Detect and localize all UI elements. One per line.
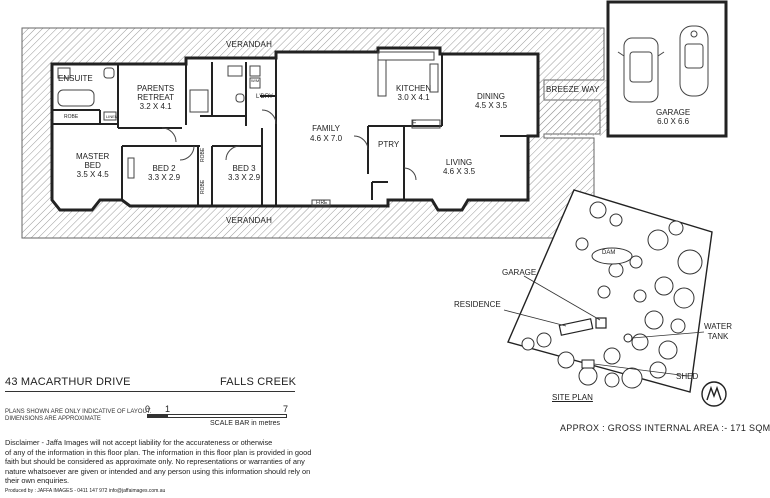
- car-left-icon: [617, 37, 665, 103]
- garage-outline: [606, 0, 728, 138]
- site-plan-title: SITE PLAN: [552, 393, 593, 402]
- verandah-bottom-label: VERANDAH: [226, 216, 273, 225]
- ptry-label: PTRY: [378, 140, 400, 149]
- door-swings: [161, 109, 417, 181]
- scale-bar: [147, 414, 287, 418]
- site-water-tank: [623, 333, 633, 343]
- scale-7: 7: [283, 404, 289, 414]
- fixtures: [57, 51, 441, 207]
- linen-label: LINEN: [106, 114, 118, 119]
- site-dam: [591, 247, 633, 265]
- room-bed-3: BED 3 3.3 X 2.9: [228, 164, 261, 182]
- house-footprint: [50, 46, 540, 212]
- floor-plan-drawing: [21, 0, 728, 407]
- site-label-garage: GARAGE: [502, 268, 537, 277]
- site-label-residence: RESIDENCE: [454, 300, 501, 309]
- area-label: APPROX : GROSS INTERNAL AREA :- 171 SQM: [560, 423, 770, 433]
- scale-0: 0: [145, 404, 151, 414]
- breezeway-label: BREEZE WAY: [546, 85, 600, 94]
- address-rule: [5, 391, 295, 392]
- wm-label: W/M: [251, 78, 260, 83]
- room-ensuite: ENSUITE: [58, 74, 93, 83]
- layout-notice: PLANS SHOWN ARE ONLY INDICATIVE OF LAYOU…: [5, 409, 152, 422]
- scale-1: 1: [165, 404, 171, 414]
- site-plan-drawing: [503, 189, 727, 407]
- site-garage: [595, 317, 607, 329]
- producer-credit: Produced by : JAFFA IMAGES - 0411 147 97…: [5, 488, 166, 494]
- site-shed: [581, 359, 595, 369]
- site-label-water-tank: WATER TANK: [704, 322, 732, 341]
- room-kitchen: KITCHEN 3.0 X 4.1: [396, 84, 432, 102]
- suburb: FALLS CREEK: [220, 376, 297, 388]
- room-bed-2: BED 2 3.3 X 2.9: [148, 164, 181, 182]
- site-label-dam: DAM: [602, 250, 616, 256]
- verandah-top-label: VERANDAH: [226, 40, 273, 49]
- site-trees: [521, 201, 703, 389]
- breezeway-area: [538, 80, 608, 136]
- interior-walls: [52, 54, 538, 206]
- ldry-label: L'DRY: [256, 94, 274, 100]
- scale-label: SCALE BAR in metres: [210, 420, 281, 427]
- disclaimer: Disclaimer - Jaffa Images will not accep…: [5, 438, 312, 486]
- robe-label-bed2: ROBE: [200, 147, 206, 162]
- robe-label-bed3: ROBE: [200, 179, 206, 194]
- fridge-label: F: [412, 120, 417, 127]
- site-leaders: [503, 275, 705, 377]
- room-family: FAMILY 4.6 X 7.0: [310, 124, 343, 143]
- address: 43 MACARTHUR DRIVE: [5, 376, 131, 388]
- room-parents-retreat: PARENTS RETREAT 3.2 X 4.1: [137, 84, 175, 111]
- north-arrow-icon: [701, 381, 727, 407]
- room-living: LIVING 4.6 X 3.5: [443, 158, 476, 176]
- site-label-shed: SHED: [676, 372, 699, 381]
- site-house: [558, 318, 594, 336]
- room-garage: GARAGE 6.0 X 6.6: [656, 108, 691, 126]
- room-dining: DINING 4.5 X 3.5: [475, 92, 508, 110]
- room-master-bed: MASTER BED 3.5 X 4.5: [76, 152, 110, 179]
- robe-label-ensuite: ROBE: [64, 114, 79, 120]
- car-right-icon: [679, 25, 709, 97]
- fire-label: FIRE: [316, 200, 328, 206]
